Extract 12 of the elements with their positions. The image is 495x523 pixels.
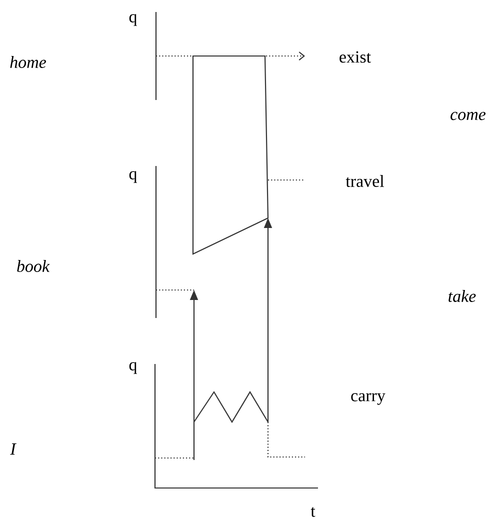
axis-label: q [129,171,137,183]
word-label: carry [351,393,386,405]
word-label: I [10,443,16,455]
word-label: take [448,290,476,302]
word-label: exist [340,51,371,63]
word-label: come [450,112,486,120]
axis-label: q [129,362,137,374]
word-label: home [10,56,46,68]
word-label: book [17,260,50,272]
axis-label: q [129,14,137,26]
word-label: travel [346,175,384,187]
axis-label: t [310,507,316,517]
